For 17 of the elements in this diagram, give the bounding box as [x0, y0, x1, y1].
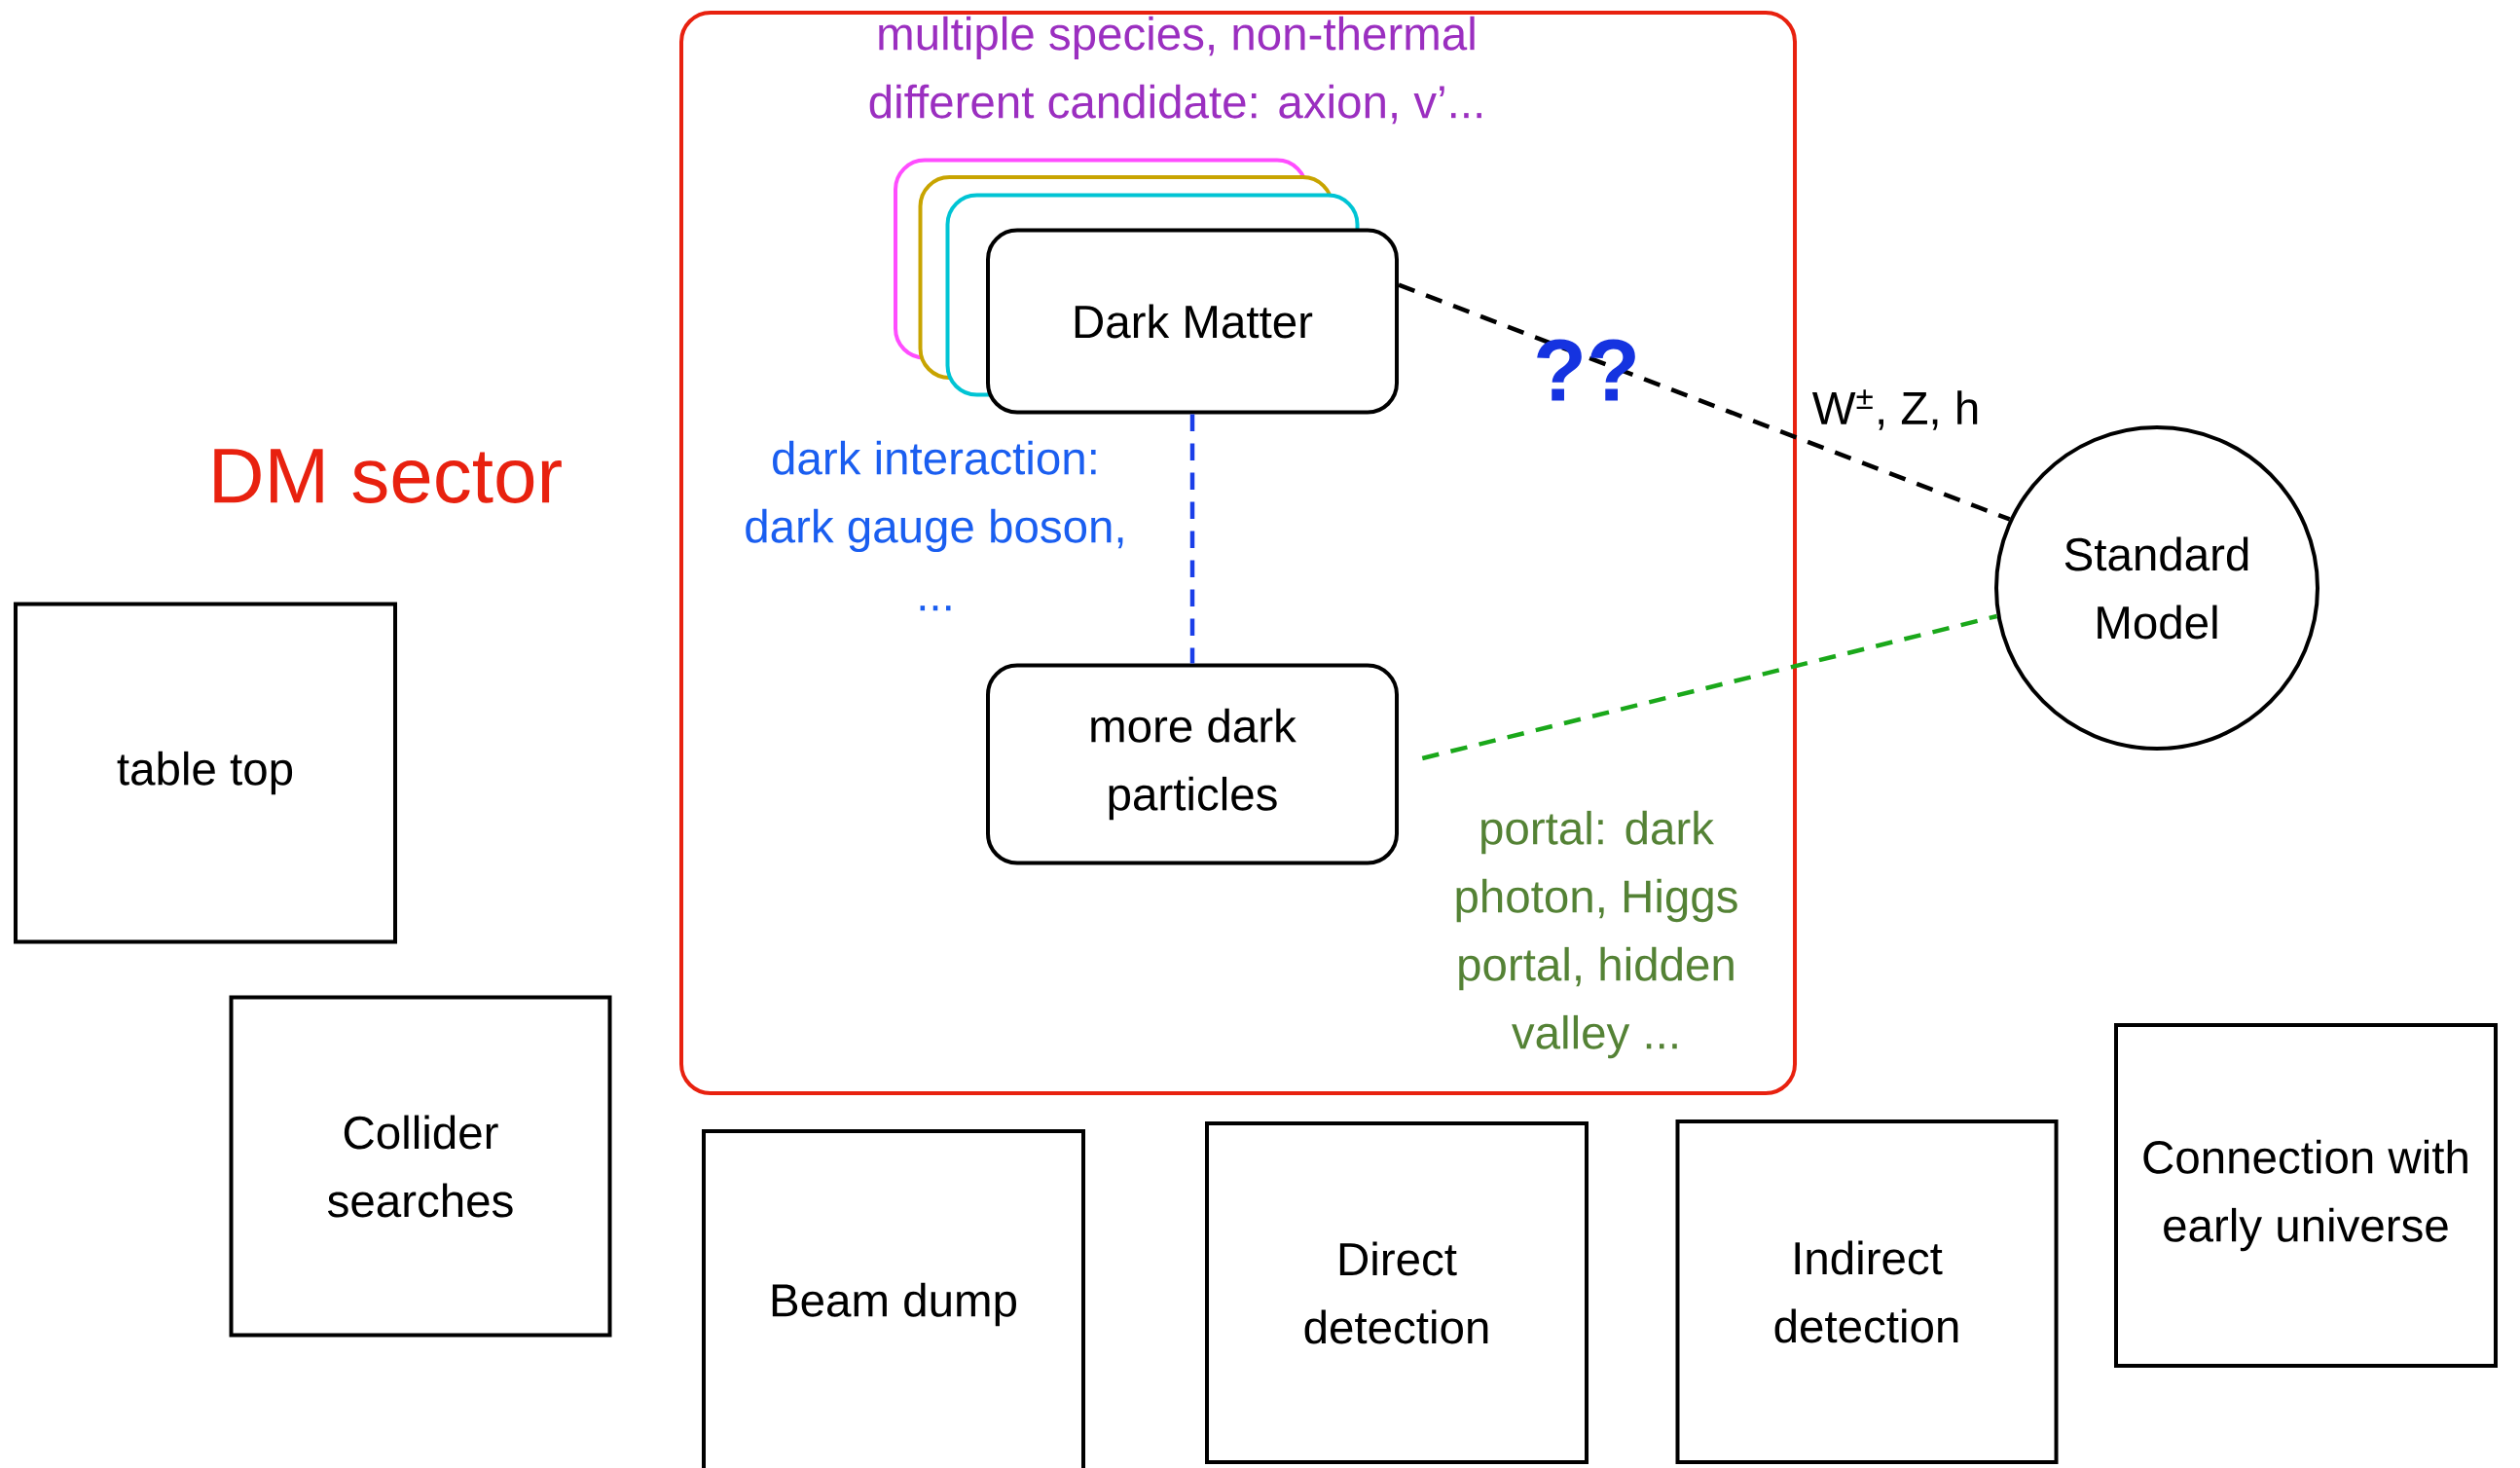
topic-box: Collider searches	[229, 995, 612, 1338]
topic-box: Connection with early universe	[2114, 1023, 2498, 1368]
note: multiple species, non-thermal different candidate: axion, v’...	[869, 16, 1481, 125]
process-box: more dark particles	[986, 663, 1399, 865]
dashed-line	[1398, 282, 2011, 522]
process-box: Dark Matter	[986, 228, 1399, 415]
topic-box: Direct detection	[1205, 1121, 1589, 1464]
edge-label: W$^{±}$, Z, h	[1811, 389, 1978, 430]
sector-heading: DM sector	[214, 449, 562, 503]
topic-box: table top	[14, 602, 397, 944]
topic-box: Indirect detection	[1675, 1119, 2059, 1464]
dashed-line	[1421, 613, 1998, 761]
edge-label: dark interaction: dark gauge boson, ...	[746, 440, 1123, 611]
dashed-line	[1189, 414, 1195, 664]
note: ??	[1537, 339, 1635, 401]
topic-box: Beam dump	[702, 1129, 1085, 1468]
edge-label: portal: dark photon, Higgs portal, hidden valley ...	[1456, 810, 1737, 1059]
